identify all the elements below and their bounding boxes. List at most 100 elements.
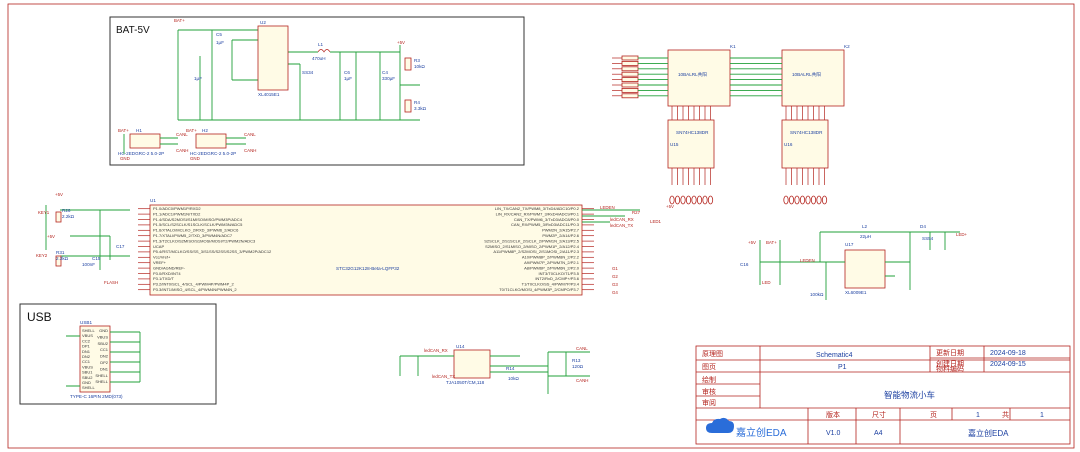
r27-label: R27 (632, 210, 641, 215)
r13-value: 120Ω (572, 364, 584, 369)
l1-value: 470uH (312, 56, 326, 61)
u1-left-pin: UCAP (153, 244, 164, 249)
tb-left-1: 审核 (702, 387, 716, 396)
r31-label: R31 (56, 250, 65, 255)
u1-left-pin: P5.4/RST/MCLKO/SS/SS_3/S1SS/S2SS/S2SS_3/… (153, 249, 272, 254)
u15-chip (667, 119, 715, 169)
d4-value: SS54 (922, 236, 934, 241)
tb-ver-k: 版本 (826, 410, 840, 419)
usb1-rpin: SHELL (95, 379, 108, 384)
c15-value: 100nF (82, 262, 95, 267)
flash-label: FLASH (104, 280, 118, 285)
usb1-rpin: SHELL (95, 373, 108, 378)
led-plus: LED+ (956, 232, 968, 237)
usb1-pin: CC1 (82, 359, 91, 364)
r31-value: 2.2kΩ (56, 256, 69, 261)
usb1-pin: DN1 (82, 349, 91, 354)
usb1-rpin: DP2 (100, 360, 109, 365)
u1-left-pin: P1.5/SCL/S2SCLK/S1SCLK/SCLK/PWM3N/ADC5 (153, 222, 243, 227)
h1-name: HC-2EDGRC-2 5.0-2P (118, 151, 164, 156)
k2-name: 10BALRL共阳 (792, 71, 821, 78)
h2-ref: H2 (202, 128, 208, 133)
c4-label: C4 (382, 70, 388, 75)
usb1-pin: SHELL (82, 385, 95, 390)
u1-left-pins: P1.0/ADC0/PWM1P/RXD2P1.1/ADC1/PWM1N/TXD2… (138, 206, 272, 292)
r14-label: R14 (506, 366, 515, 371)
key1-label: KEY1 (38, 210, 50, 215)
u-bottom-coil (696, 195, 703, 205)
h2-canh: CANH (244, 148, 256, 153)
tb-total-v: 1 (1040, 412, 1044, 419)
canh-net: CANH (576, 378, 588, 383)
u2-chip (257, 25, 289, 91)
tb-v3: P1 (838, 364, 847, 371)
u-bottom-coil (805, 195, 811, 205)
u1-name: STC32G12K128-Beta-LQFP32 (336, 266, 400, 271)
r4-value: 3.3kΩ (414, 106, 427, 111)
usb1-rpin: GND (99, 328, 108, 333)
tb-k2: 更新日期 (936, 348, 964, 357)
tb-page-k: 页 (930, 411, 937, 419)
k2-ref: K2 (844, 44, 850, 49)
u1-chip (149, 204, 583, 296)
usb1-rpin: DN2 (100, 354, 109, 359)
k-row-resistor (621, 55, 639, 61)
u17-chip (844, 249, 886, 289)
u15-ref: U15 (670, 142, 679, 147)
u1-left-pin: GND/AGND/REF- (153, 265, 186, 270)
r14-value: 10kΩ (508, 376, 519, 381)
boost-u17: U17 XL6009E1 L2 22μH D4 SS54 LED+ LEDEN … (740, 224, 968, 300)
usb1-pin: CC2 (82, 338, 91, 343)
c5-value: 1μF (216, 40, 224, 45)
usb1-rpin: CC1 (100, 347, 109, 352)
mcu-u1: U1 STC32G12K128-Beta-LQFP32 P1.0/ADC0/PW… (138, 198, 594, 296)
u1-right-pin: PWM2P_2/A14/P2.6 (542, 233, 579, 238)
u-bottom-coil (799, 195, 806, 205)
g4: G4 (612, 290, 618, 295)
u14-chip (453, 349, 491, 379)
u1-left-pin: P1.0/ADC0/PWM1P/RXD2 (153, 206, 201, 211)
u1-right-pin: A11/PWM8P_2/S2MOSI_2/S1MOSI_2/A11/P2.3 (493, 249, 579, 254)
ledcan-rx: ledCAN_RX (610, 217, 634, 222)
c17-label: C17 (116, 244, 125, 249)
led-display: K1 K2 10BALRL共阳 10BALRL共阳 SN74HC138DR SN… (612, 44, 850, 205)
u1-right-pin: CAN_TX/PWM6_3/TxD3/ADC8/P0.0 (514, 217, 580, 222)
h2-bat: BAT+ (186, 128, 197, 133)
key-5v: +5V (55, 192, 63, 197)
bat5v-5v: +5V (397, 40, 405, 45)
h2-canl: CANL (244, 132, 256, 137)
r3-label: R3 (414, 58, 420, 63)
r31 (55, 255, 62, 267)
canl-net: CANL (576, 346, 588, 351)
u-bottom-coil (783, 195, 789, 205)
bat-net: BAT+ (174, 18, 185, 23)
usb-title: USB (27, 310, 52, 324)
tb-left-2: 审阅 (702, 398, 716, 407)
u1-left-pin: P3.0/RXD/INT4 (153, 271, 181, 276)
d4-label: D4 (920, 224, 926, 229)
tb-left-0: 绘制 (702, 375, 716, 384)
tb-k5: 物料编码 (936, 364, 964, 373)
usb1-ref: USB1 (80, 320, 92, 325)
u1-ref: U1 (150, 198, 156, 203)
bat5v-box (109, 16, 525, 166)
usb1-pin: VBUS (82, 364, 93, 369)
tb-k1: 原理图 (702, 350, 723, 358)
tb-v2: 2024-09-18 (990, 350, 1026, 357)
u-bottom-coil (821, 195, 828, 205)
jlc-logo: 嘉立创EDA (706, 417, 787, 439)
h1-bat: BAT+ (118, 128, 129, 133)
h1-connector (129, 133, 161, 149)
u2-ref: U2 (260, 20, 266, 25)
usb1-pin: VBUS (82, 333, 93, 338)
h2-name: HC-2EDGRC-2 5.0-2P (190, 151, 236, 156)
u-bottom-coil (794, 195, 800, 205)
key2-label: KEY2 (36, 253, 48, 258)
k1-display (667, 49, 731, 107)
k-row-resistor (621, 61, 639, 66)
u1-left-pin: P3.3/INT1/MISO_4/SCL_4/PWM4N/PWM4N_2 (153, 287, 237, 292)
h2-gnd: GND (190, 156, 200, 161)
tb-size-k: 尺寸 (872, 410, 886, 419)
u1-left-pin: P1.1/ADC1/PWM1N/TXD2 (153, 211, 201, 216)
